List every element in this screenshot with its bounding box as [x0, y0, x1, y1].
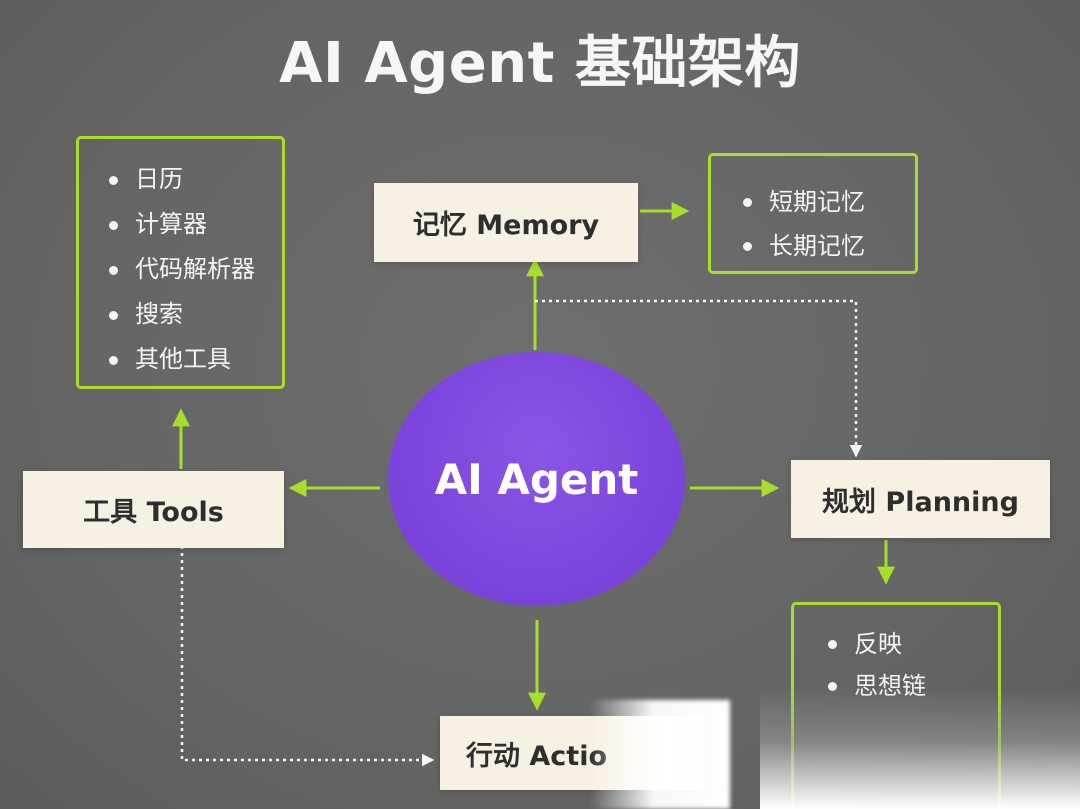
list-item: 反映	[826, 623, 998, 665]
list-item: 短期记忆	[741, 180, 915, 224]
list-item: 搜索	[107, 292, 282, 337]
bottom-right-fade-overlay	[760, 686, 1080, 809]
list-item: 计算器	[107, 202, 282, 247]
planning-node: 规划 Planning	[791, 460, 1050, 538]
tools-list-box: 日历 计算器 代码解析器 搜索 其他工具	[76, 136, 285, 389]
memory-node: 记忆 Memory	[374, 183, 638, 262]
diagram-title: AI Agent 基础架构	[279, 31, 801, 96]
dotted-arrow-tools-to-action	[180, 532, 435, 767]
list-item: 长期记忆	[741, 224, 915, 268]
dotted-arrow-memory-to-planning	[535, 299, 863, 458]
list-item: 其他工具	[107, 337, 282, 382]
ai-agent-circle: AI Agent	[388, 352, 685, 606]
list-item: 代码解析器	[107, 247, 282, 292]
tools-node: 工具 Tools	[23, 471, 284, 548]
memory-list-box: 短期记忆 长期记忆	[708, 153, 918, 274]
action-fade-overlay	[590, 700, 730, 809]
list-item: 日历	[107, 157, 282, 202]
